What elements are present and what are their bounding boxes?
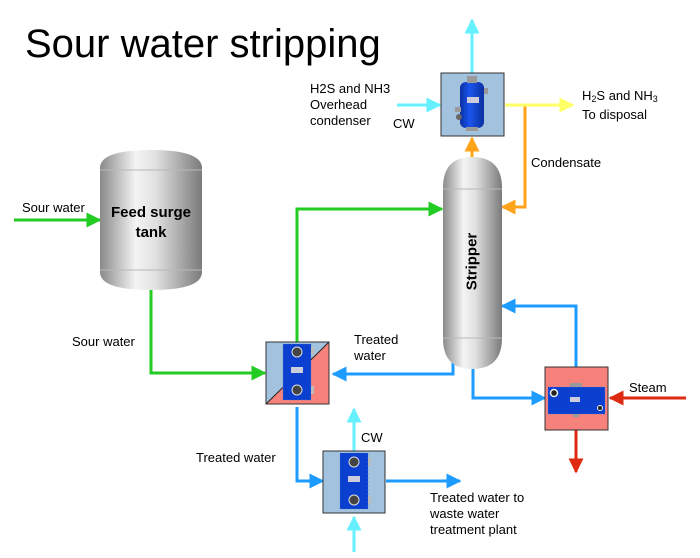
label-acid-gas-line1: H2S and NH3 bbox=[582, 88, 658, 104]
stream-bottoms-to-reboiler bbox=[471, 367, 547, 406]
stream-treated-water-to-cooler bbox=[295, 407, 325, 489]
label-treated-water-mid: Treated water bbox=[354, 332, 398, 364]
stripper-label: Stripper bbox=[463, 232, 481, 291]
feed-tank-label-line2: tank bbox=[135, 224, 167, 241]
label-treated-water-low: Treated water bbox=[196, 450, 276, 465]
feed-tank-label-line1: Feed surge bbox=[110, 204, 192, 221]
label-treated-water-mid-line2: water bbox=[354, 348, 386, 363]
label-sour-water-in: Sour water bbox=[22, 200, 85, 215]
stream-preheated-feed-to-stripper bbox=[295, 201, 444, 342]
feed-effluent-exchanger bbox=[265, 341, 330, 405]
overhead-condenser bbox=[440, 72, 505, 137]
label-sour-water-tank-out: Sour water bbox=[72, 334, 135, 349]
label-overhead-line3: condenser bbox=[310, 113, 371, 128]
label-acid-gas-out: H2S and NH3 To disposal bbox=[582, 88, 658, 123]
stream-sour-water-to-exchanger bbox=[149, 290, 267, 381]
reboiler bbox=[544, 366, 609, 431]
feed-surge-tank bbox=[100, 150, 202, 290]
stream-reboiler-return bbox=[500, 298, 578, 367]
label-final-line1: Treated water to bbox=[430, 490, 525, 505]
trim-cooler bbox=[322, 450, 386, 514]
label-final-line2: waste water bbox=[430, 506, 500, 521]
page-title: Sour water stripping bbox=[25, 22, 381, 66]
stream-condensate-reflux bbox=[500, 105, 527, 215]
feed-tank-label: Feed surge tank bbox=[100, 203, 202, 243]
label-treated-water-mid-line1: Treated bbox=[354, 332, 399, 347]
label-overhead-condenser: H2S and NH3 Overhead condenser bbox=[310, 81, 390, 129]
label-overhead-line2: Overhead bbox=[310, 97, 368, 112]
label-steam: Steam bbox=[629, 380, 667, 395]
label-overhead-line1: H2S and NH3 bbox=[310, 81, 391, 96]
label-acid-gas-line2: To disposal bbox=[582, 107, 648, 122]
stream-treated-water-to-exchanger bbox=[331, 359, 455, 382]
stripper-column bbox=[443, 157, 502, 369]
label-final-destination: Treated water to waste water treatment p… bbox=[430, 490, 524, 538]
label-final-line3: treatment plant bbox=[430, 522, 517, 537]
label-cw-cooler: CW bbox=[361, 430, 383, 445]
label-cw-condenser: CW bbox=[393, 116, 415, 131]
label-condensate: Condensate bbox=[531, 155, 602, 170]
